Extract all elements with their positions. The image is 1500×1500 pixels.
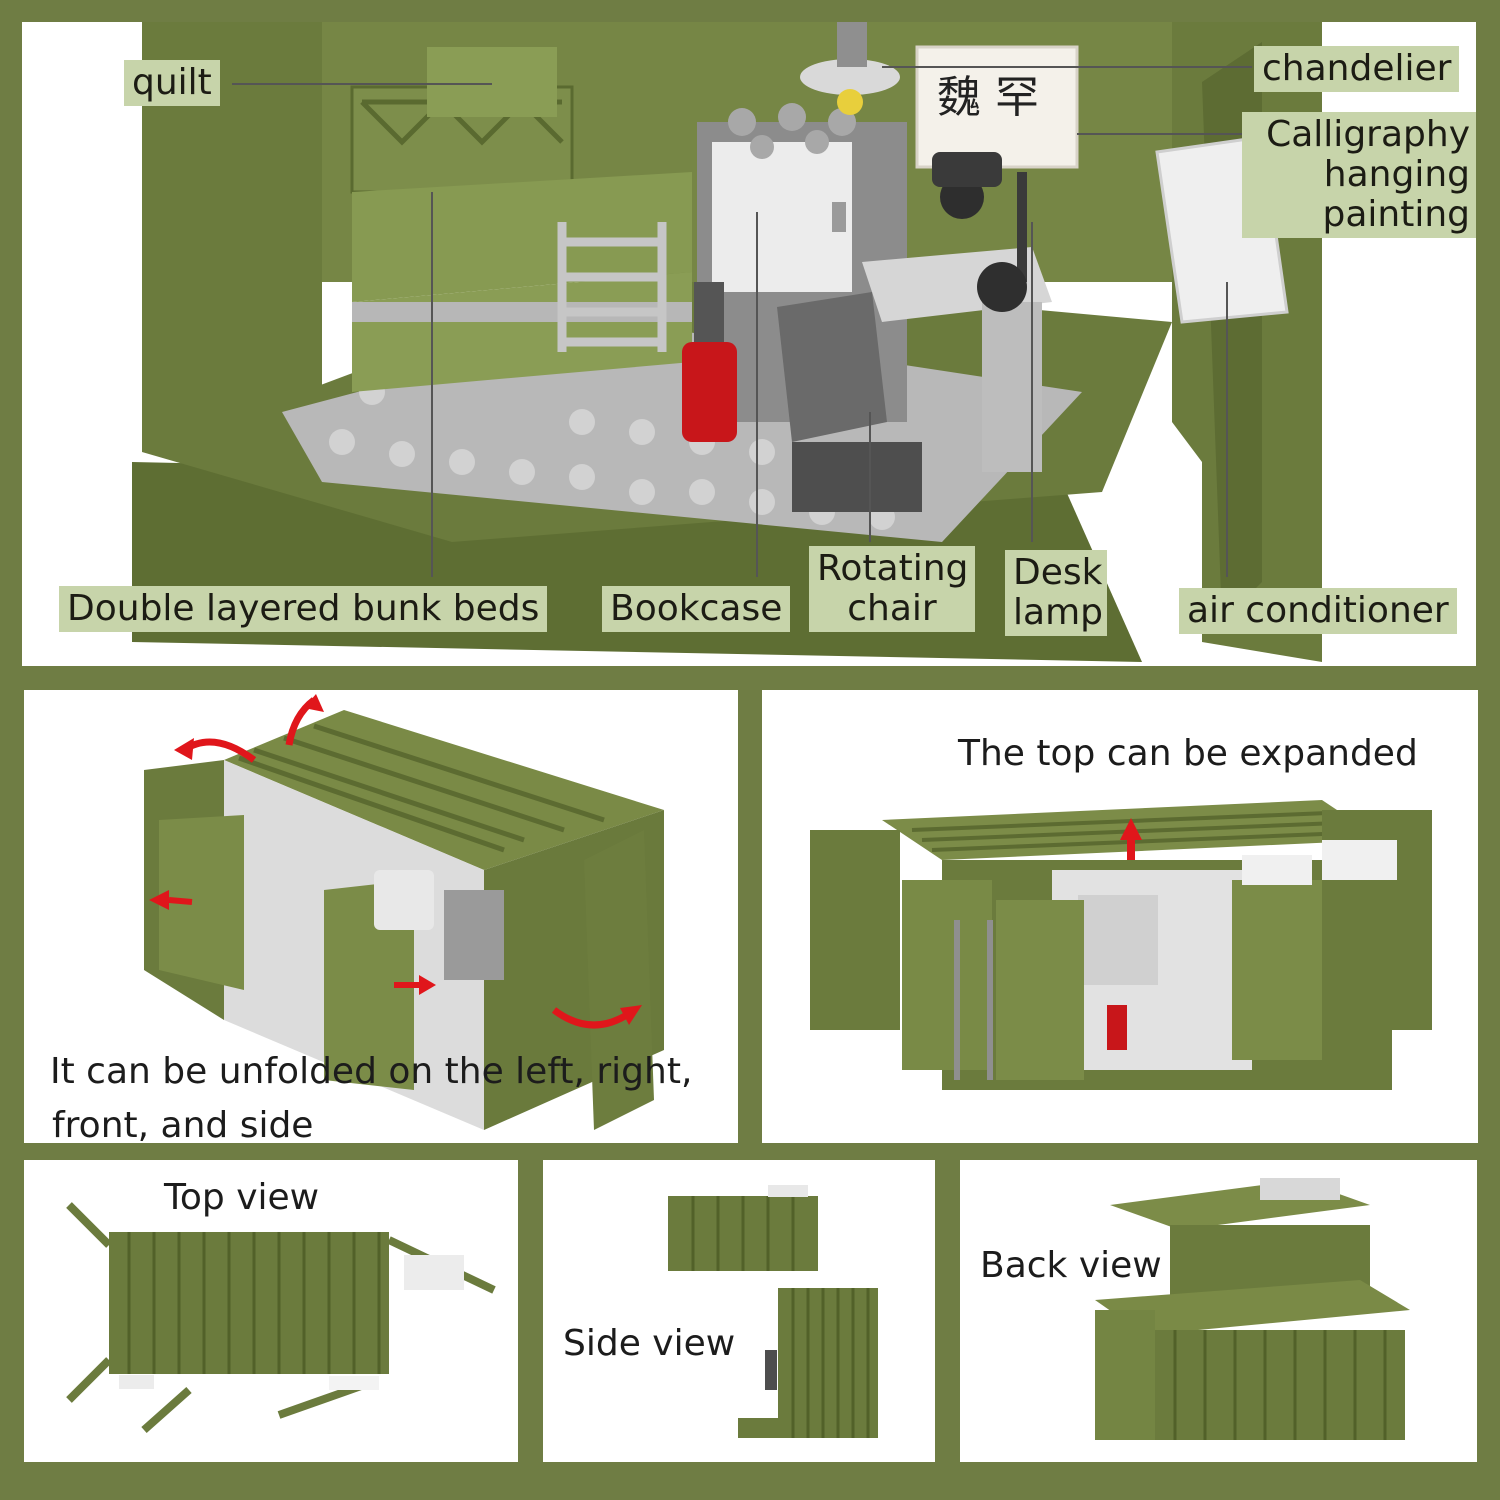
container-interior-illustration: 魏 罕 <box>132 22 1322 662</box>
label-bookcase: Bookcase <box>602 586 791 632</box>
unfold-caption-line-1: It can be unfolded on the left, right, <box>50 1051 693 1092</box>
expand-caption: The top can be expanded <box>958 733 1418 774</box>
back-view-caption: Back view <box>980 1245 1162 1286</box>
interior-panel: 魏 罕 quilt chandelier Calligraphy hanging… <box>22 22 1476 666</box>
label-calligraphy-painting: Calligraphy hanging painting <box>1242 112 1476 238</box>
label-air-conditioner: air conditioner <box>1179 588 1457 634</box>
label-quilt: quilt <box>124 60 220 106</box>
side-view-illustration <box>668 1185 878 1438</box>
side-view-caption: Side view <box>563 1323 736 1364</box>
top-view-panel: Top view <box>24 1160 518 1462</box>
top-view-caption: Top view <box>164 1177 320 1218</box>
expand-panel: The top can be expanded <box>762 690 1478 1143</box>
back-view-illustration <box>1095 1178 1410 1440</box>
back-view-panel: Back view <box>960 1160 1477 1462</box>
label-chandelier: chandelier <box>1254 46 1460 92</box>
expanded-container-illustration <box>810 800 1432 1090</box>
top-view-illustration <box>66 1202 496 1433</box>
svg-text:魏 罕: 魏 罕 <box>937 72 1039 123</box>
unfold-caption-line-2: front, and side <box>52 1105 314 1143</box>
label-desk-lamp: Desk lamp <box>1005 550 1107 636</box>
label-rotating-chair: Rotating chair <box>809 546 975 632</box>
unfold-panel: It can be unfolded on the left, right, f… <box>24 690 738 1143</box>
side-view-panel: Side view <box>543 1160 935 1462</box>
label-bunk-beds: Double layered bunk beds <box>59 586 548 632</box>
unfolded-container-illustration <box>144 694 664 1130</box>
